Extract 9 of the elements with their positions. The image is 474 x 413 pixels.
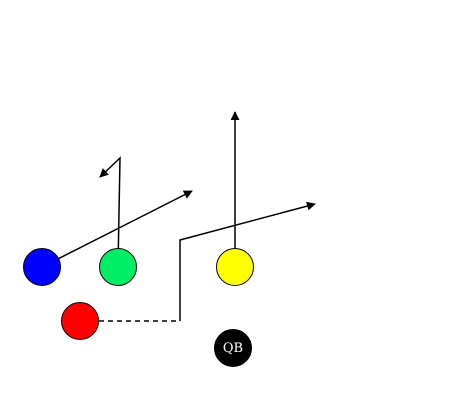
player-circle: [23, 248, 61, 286]
player-circle: [99, 248, 137, 286]
route-arrow: [99, 202, 316, 322]
route-arrow: [230, 111, 240, 248]
route-arrow: [99, 156, 121, 248]
player-circle: [216, 248, 254, 286]
route-arrow: [58, 190, 193, 260]
player-circle: QB: [214, 329, 252, 367]
player-circle: [61, 302, 99, 340]
